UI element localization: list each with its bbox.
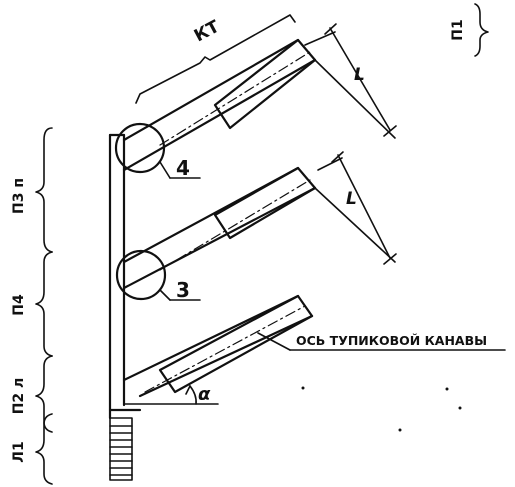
dot-mark <box>458 406 462 410</box>
callout-lower-leader <box>159 289 201 301</box>
spacing-dimension-upper <box>304 23 397 139</box>
callout-lower-number: 3 <box>176 278 190 302</box>
spacing-label-upper: L <box>354 65 365 85</box>
branch-upper <box>122 38 317 172</box>
angle-label: α <box>198 384 211 405</box>
spacing-dimension-lower <box>314 151 397 265</box>
detail-circle-upper <box>114 122 166 174</box>
kt-label: КТ <box>191 17 223 47</box>
branch-middle <box>122 166 317 290</box>
branch-lower <box>122 294 314 398</box>
main-canal <box>108 133 142 420</box>
spacing-label-lower: L <box>346 189 357 209</box>
callout-upper-number: 4 <box>176 156 190 180</box>
zone-label-p3p: П3 п <box>11 178 27 214</box>
zone-label-p1: П1 <box>450 19 466 40</box>
dot-mark <box>398 428 402 432</box>
zone-label-p4: П4 <box>11 294 27 316</box>
zone-brace-p1 <box>474 3 489 57</box>
axis-label-leader <box>257 332 506 351</box>
zone-braces <box>35 127 53 485</box>
dot-mark <box>445 387 449 391</box>
hatched-outlet <box>109 417 133 481</box>
zone-label-p2l: П2 л <box>11 378 27 415</box>
zone-label-l1: Л1 <box>11 441 27 462</box>
angle-indicator <box>123 385 219 405</box>
detail-circle-lower <box>115 249 167 301</box>
callout-upper-leader <box>159 161 201 179</box>
dot-mark <box>301 386 305 390</box>
axis-label: ОСЬ ТУПИКОВОЙ КАНАВЫ <box>296 333 487 348</box>
kt-bracket <box>135 14 296 104</box>
